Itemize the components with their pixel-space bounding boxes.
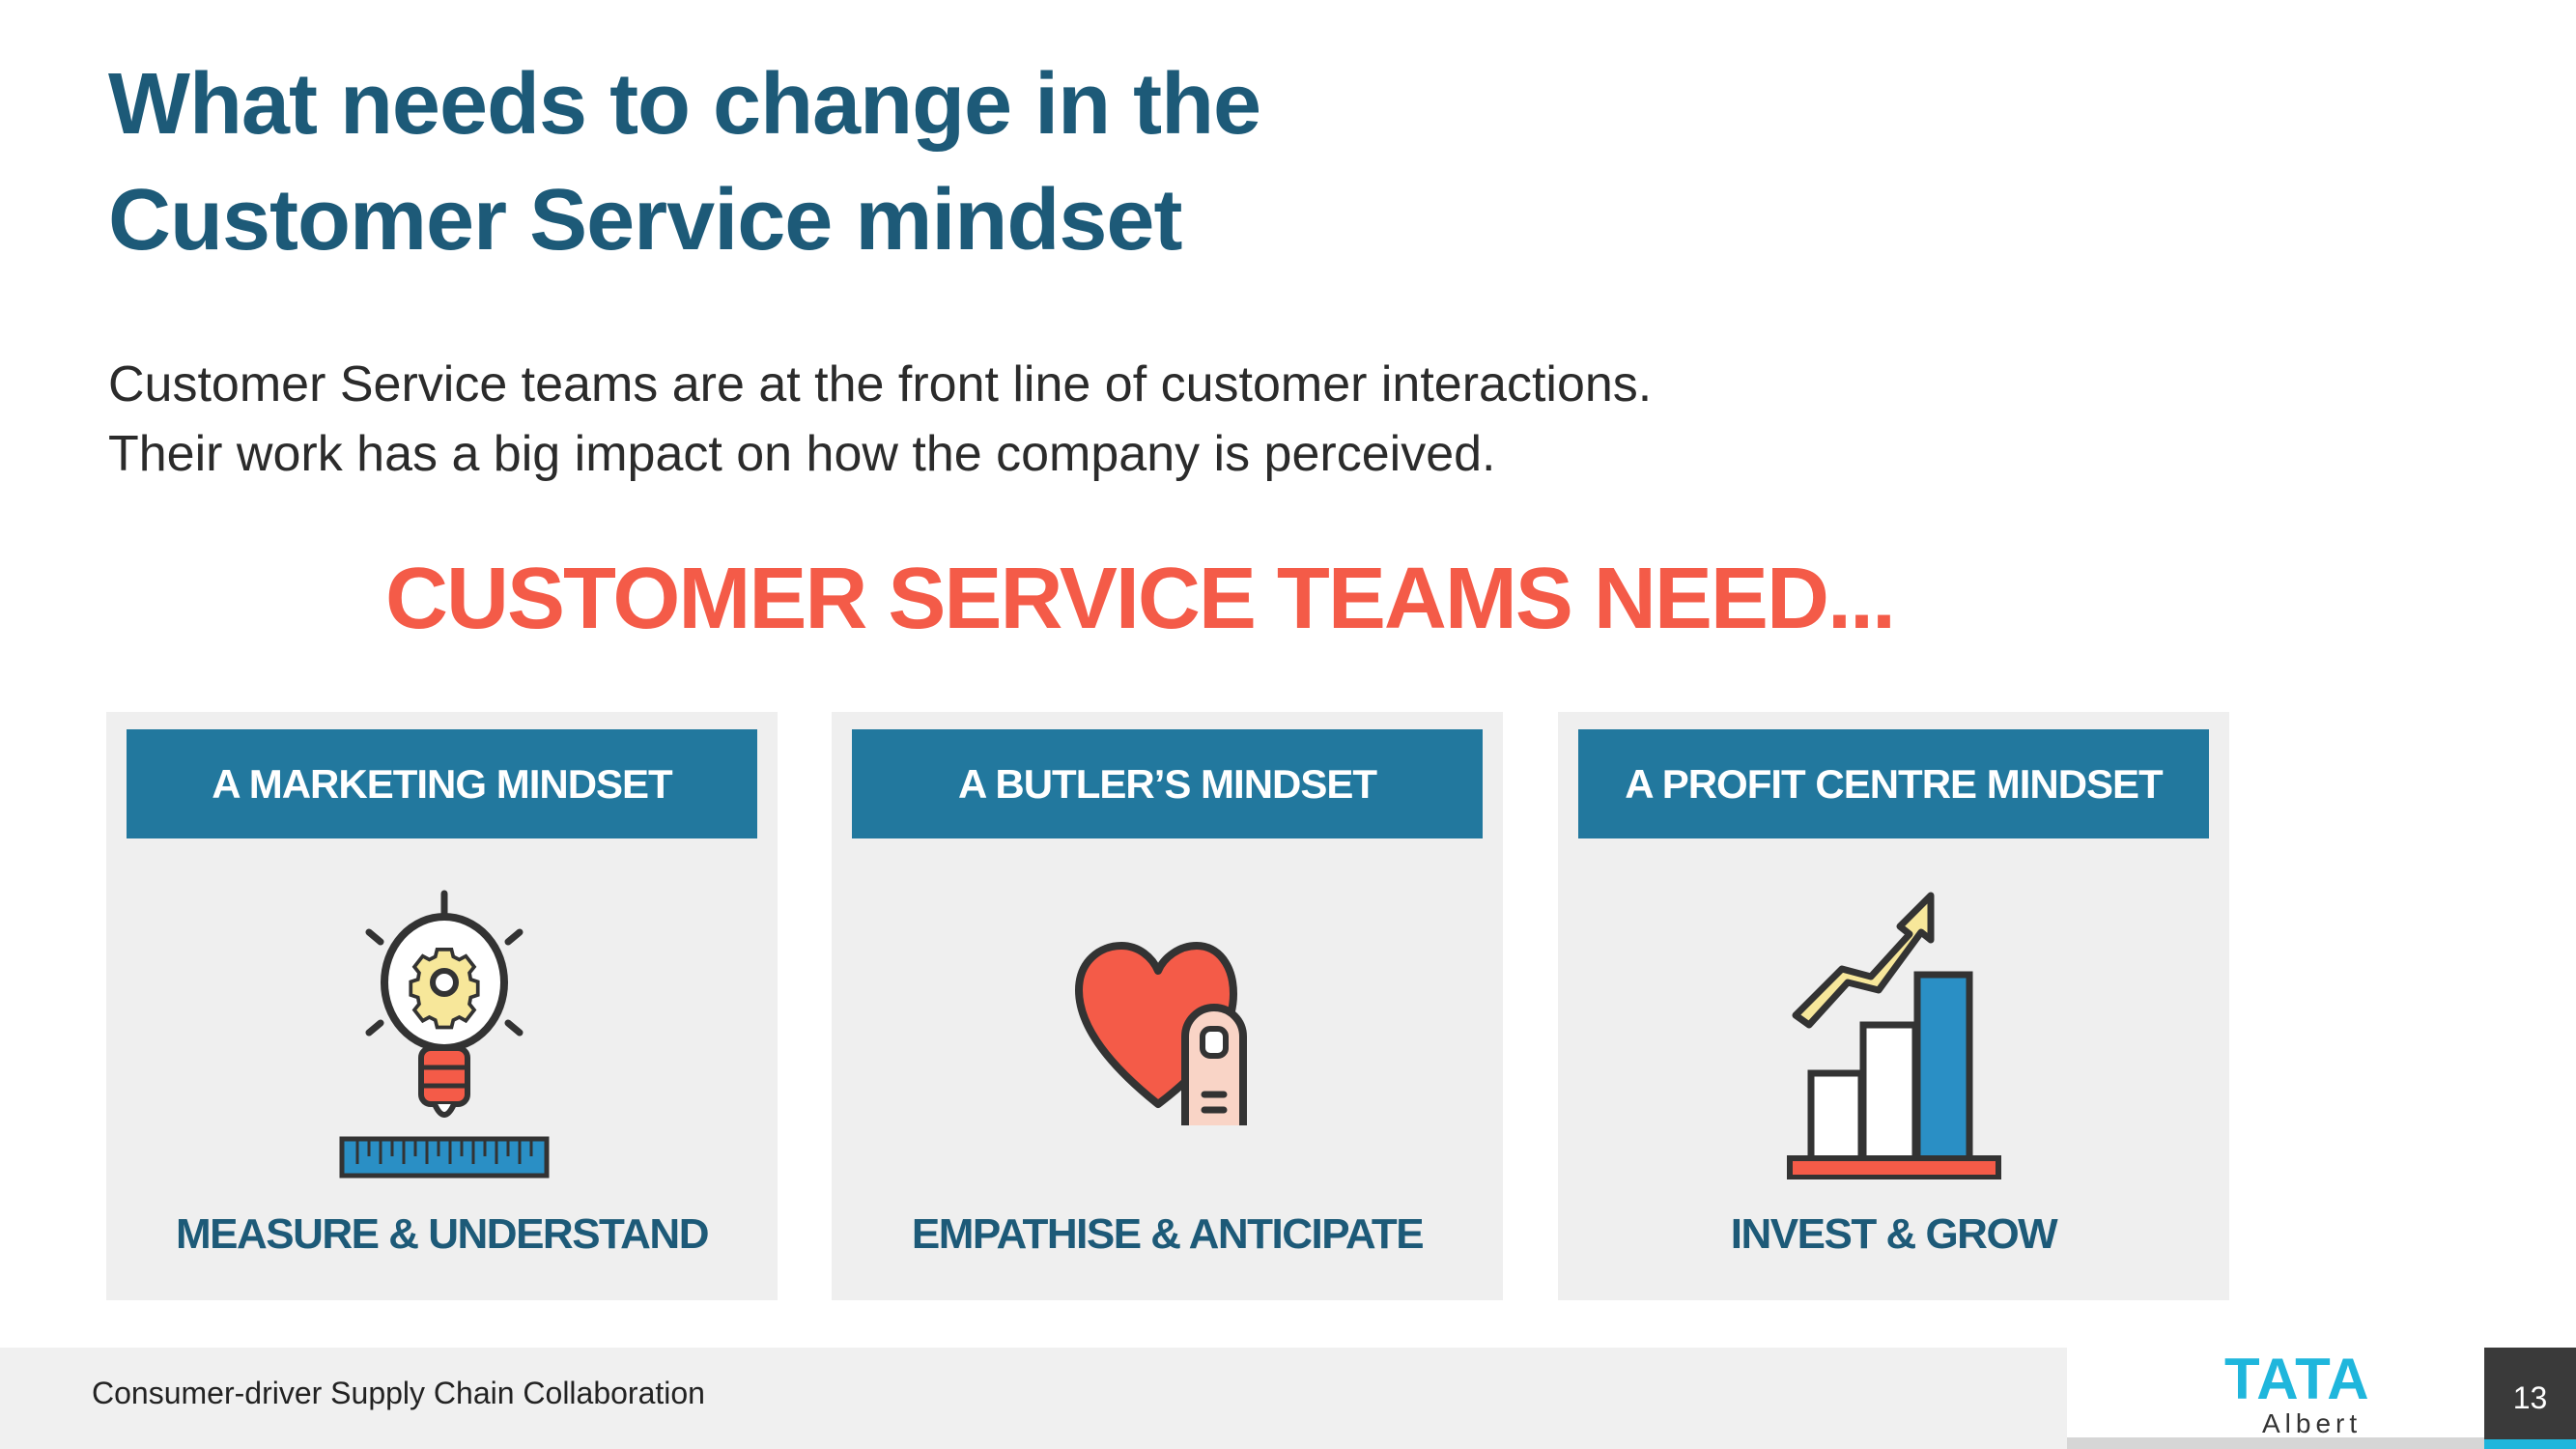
intro-line2: Their work has a big impact on how the c… bbox=[108, 426, 1496, 482]
card-profit-centre-mindset: A PROFIT CENTRE MINDSET INVEST & GROW bbox=[1558, 712, 2229, 1300]
page-number: 13 bbox=[2484, 1348, 2576, 1449]
card-header: A PROFIT CENTRE MINDSET bbox=[1578, 729, 2209, 838]
card-header: A BUTLER’S MINDSET bbox=[852, 729, 1483, 838]
card-butlers-mindset: A BUTLER’S MINDSET EMPATHISE & ANTICIPAT… bbox=[832, 712, 1503, 1300]
intro-text: Customer Service teams are at the front … bbox=[108, 350, 1652, 489]
logo-albert: Albert bbox=[2262, 1408, 2363, 1438]
slide-title-line2: Customer Service mindset bbox=[108, 172, 1182, 269]
heart-finger-icon bbox=[1075, 942, 1247, 1125]
card-marketing-mindset: A MARKETING MINDSET MEASURE & UNDERSTAND bbox=[106, 712, 778, 1300]
growth-chart-icon bbox=[1787, 892, 2001, 1179]
page-number-text: 13 bbox=[2512, 1380, 2548, 1415]
lightbulb-gear-icon bbox=[339, 890, 550, 1179]
page-number-accent bbox=[2484, 1439, 2576, 1449]
section-heading: CUSTOMER SERVICE TEAMS NEED... bbox=[385, 551, 1896, 647]
card-footer: INVEST & GROW bbox=[1730, 1210, 2058, 1258]
logo-tata: TATA bbox=[2224, 1347, 2370, 1411]
ruler-icon bbox=[339, 1136, 550, 1179]
card-footer: MEASURE & UNDERSTAND bbox=[176, 1210, 709, 1258]
slide-title-line1: What needs to change in the bbox=[108, 56, 1261, 153]
intro-line1: Customer Service teams are at the front … bbox=[108, 356, 1653, 412]
footer-bar bbox=[0, 1348, 2067, 1449]
card-header: A MARKETING MINDSET bbox=[127, 729, 757, 838]
card-footer: EMPATHISE & ANTICIPATE bbox=[911, 1210, 1425, 1258]
slide-title: What needs to change in the Customer Ser… bbox=[108, 46, 1261, 278]
footer-text: Consumer-driver Supply Chain Collaborati… bbox=[92, 1376, 705, 1410]
logo-strip bbox=[2067, 1437, 2484, 1449]
